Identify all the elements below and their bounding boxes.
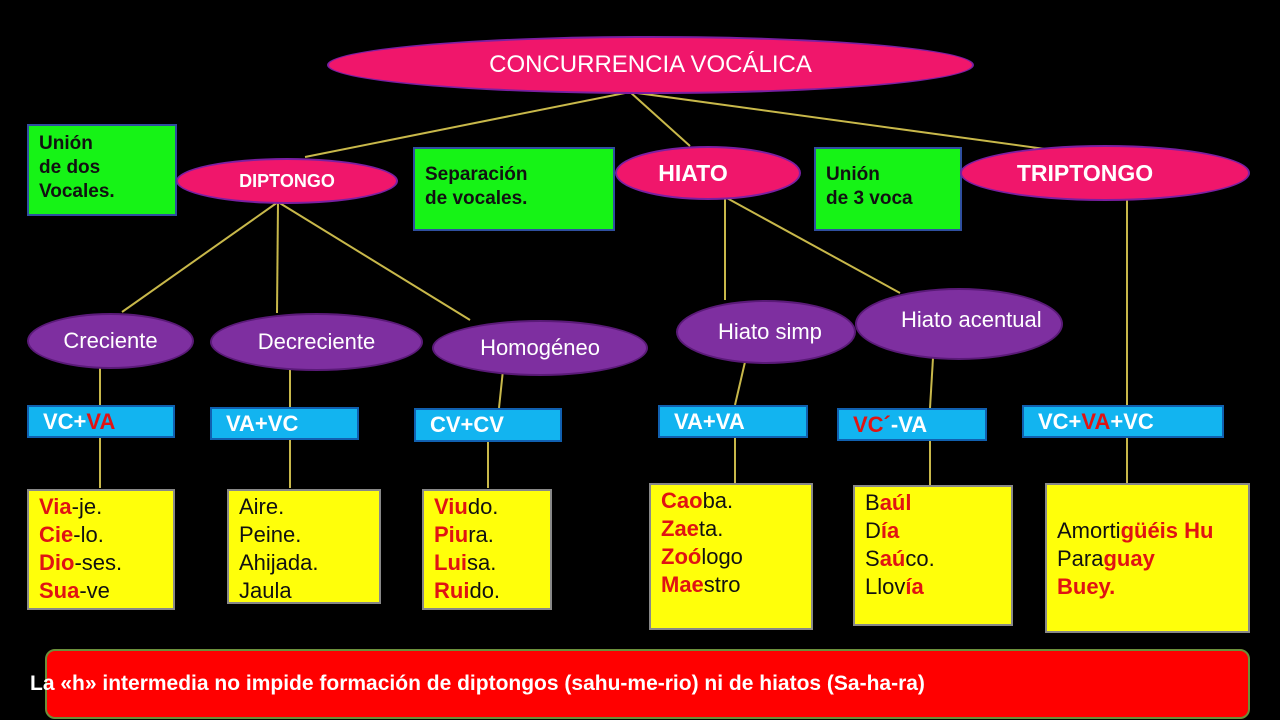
example-item: Cie-lo. — [39, 522, 104, 547]
note-text: La «h» intermedia no impide formación de… — [30, 672, 925, 695]
category-label: TRIPTONGO — [1016, 159, 1154, 186]
example-item: Peine. — [239, 522, 302, 547]
example-item: Buey. — [1057, 574, 1116, 599]
example-item: Maestro — [661, 572, 741, 597]
definition-line: Unión — [826, 164, 880, 185]
subtype-creciente: Creciente — [27, 313, 194, 369]
example-item: Paraguay — [1057, 546, 1155, 571]
example-item: Luisa. — [434, 550, 497, 575]
subtype-label: Hiato simp — [718, 319, 822, 344]
examples-decreciente: Aire. Peine. Ahijada. Jaula — [227, 489, 381, 604]
formula-part-highlight: VC´ — [853, 411, 891, 437]
subtype-hiato-simple: Hiato simp — [676, 300, 856, 364]
formula-part-highlight: VA — [1081, 408, 1111, 434]
formula-part: VC+ — [1038, 408, 1082, 434]
formula-part: VC+ — [43, 408, 87, 434]
category-label: HIATO — [658, 159, 728, 186]
subtype-label: Hiato acentual — [901, 307, 1042, 332]
formula-part: +VC — [1110, 408, 1154, 434]
note-bar — [45, 649, 1250, 719]
definition-line: de 3 voca — [826, 188, 913, 209]
definition-box-triptongo: Unión de 3 voca — [814, 147, 962, 231]
definition-line: de dos — [39, 157, 101, 178]
category-label: DIPTONGO — [239, 170, 335, 191]
formula-part: -VA — [890, 411, 928, 437]
example-item: Ruido. — [434, 578, 501, 603]
example-item: Via-je. — [39, 494, 103, 519]
example-item: Aire. — [239, 494, 285, 519]
formula-homogeneo: CV+CV — [414, 408, 562, 442]
definition-box-hiato: Separación de vocales. — [413, 147, 615, 231]
definition-box-diptongo: Unión de dos Vocales. — [27, 124, 177, 216]
formula-part-highlight: VA — [86, 408, 116, 434]
examples-homogeneo: Viudo. Piura. Luisa. Ruido. — [422, 489, 552, 610]
category-diptongo: DIPTONGO — [176, 158, 398, 204]
category-hiato: HIATO — [615, 146, 801, 200]
definition-line: Unión — [39, 133, 93, 154]
example-item: Jaula — [239, 578, 292, 603]
formula-creciente: VC+VA — [27, 405, 175, 438]
definition-line: Vocales. — [39, 181, 115, 202]
subtype-label: Creciente — [63, 328, 158, 353]
subtype-hiato-acentual: Hiato acentual — [855, 288, 1063, 360]
subtype-decreciente: Decreciente — [210, 313, 423, 371]
example-item: Baúl — [865, 490, 912, 515]
example-item: Zaeta. — [661, 516, 724, 541]
formula-decreciente: VA+VC — [210, 407, 359, 440]
title-ellipse: CONCURRENCIA VOCÁLICA — [327, 36, 974, 94]
formula-part: VA+VC — [226, 410, 299, 436]
formula-part: VA+VA — [674, 408, 745, 434]
example-item: Dio-ses. — [39, 550, 123, 575]
category-triptongo: TRIPTONGO — [960, 145, 1250, 201]
example-item: Viudo. — [434, 494, 499, 519]
examples-triptongo: Amortigüéis Hu Paraguay Buey. — [1045, 483, 1250, 633]
subtype-label: Decreciente — [257, 329, 376, 354]
example-item: Ahijada. — [239, 550, 319, 575]
formula-hiato-simple: VA+VA — [658, 405, 808, 438]
example-item: Zoólogo — [661, 544, 743, 569]
formula-triptongo: VC+VA+VC — [1022, 405, 1224, 438]
page-title: CONCURRENCIA VOCÁLICA — [489, 51, 812, 78]
examples-hiato-simple: Caoba. Zaeta. Zoólogo Maestro — [649, 483, 813, 630]
examples-hiato-acentual: Baúl Día Saúco. Llovía — [853, 485, 1013, 626]
formula-hiato-acentual: VC´-VA — [837, 408, 987, 441]
definition-line: Separación — [425, 164, 528, 185]
example-item: Saúco. — [865, 546, 935, 571]
example-item: Día — [865, 518, 900, 543]
formula-part: CV+CV — [430, 412, 504, 437]
example-item: Caoba. — [661, 488, 734, 513]
subtype-homogeneo: Homogéneo — [432, 320, 648, 376]
example-item: Sua-ve — [39, 578, 110, 603]
definition-line: de vocales. — [425, 188, 528, 209]
examples-creciente: Via-je. Cie-lo. Dio-ses. Sua-ve — [27, 489, 175, 610]
example-item: Amortigüéis Hu — [1057, 518, 1214, 543]
example-item: Piura. — [434, 522, 494, 547]
subtype-label: Homogéneo — [480, 335, 600, 360]
example-item: Llovía — [865, 574, 924, 599]
